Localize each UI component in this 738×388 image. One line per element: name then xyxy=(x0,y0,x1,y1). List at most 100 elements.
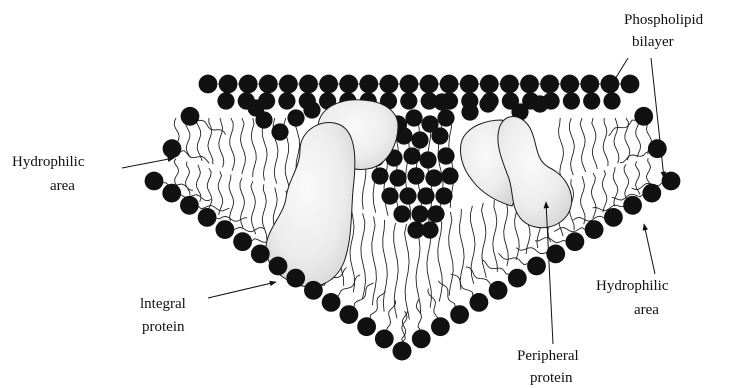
lipid-head xyxy=(427,205,444,222)
lipid-head xyxy=(421,221,438,238)
lipid-head xyxy=(540,75,559,94)
lipid-head xyxy=(417,187,434,204)
lipid-tail xyxy=(580,118,586,172)
lipid-head xyxy=(580,75,599,94)
lipid-tail xyxy=(216,216,247,221)
lipid-head xyxy=(339,75,358,94)
lipid-head xyxy=(304,281,323,300)
lipid-head xyxy=(489,281,508,300)
lipid-tail xyxy=(438,215,443,302)
lipid-head xyxy=(621,75,640,94)
lipid-head xyxy=(508,269,527,288)
lipid-head xyxy=(359,75,378,94)
lipid-tail xyxy=(197,118,203,161)
lipid-tail xyxy=(482,203,487,278)
label-hydrophilic-left-line2: area xyxy=(50,178,75,194)
lipid-head xyxy=(319,75,338,94)
lipid-head xyxy=(322,293,341,312)
label-hydrophilic-left-line1: Hydrophilic xyxy=(12,154,85,170)
lipid-head xyxy=(419,151,436,168)
lipid-tail xyxy=(581,176,586,224)
lipid-tail xyxy=(230,118,235,171)
peripheral-protein xyxy=(498,116,572,227)
lipid-tail xyxy=(196,165,201,202)
lipid-tail xyxy=(609,120,636,136)
lipid-tail xyxy=(262,184,267,240)
lipid-head xyxy=(198,208,217,227)
lipid-head xyxy=(480,75,499,94)
lipid-head xyxy=(375,330,394,349)
lipid-head xyxy=(393,342,412,361)
lipid-head xyxy=(450,305,469,324)
lipid-head xyxy=(233,232,252,251)
lipid-head xyxy=(259,75,278,94)
lipid-head xyxy=(433,93,450,110)
lipid-tail xyxy=(181,151,210,164)
label-hydrophilic-right-line1: Hydrophilic xyxy=(596,278,669,294)
lipid-head xyxy=(269,257,288,276)
lipid-head xyxy=(500,75,519,94)
lipid-tail xyxy=(218,171,223,215)
lipid-tail xyxy=(449,212,454,296)
lipid-head xyxy=(435,187,452,204)
lipid-head xyxy=(381,187,398,204)
lipid-head xyxy=(527,257,546,276)
lipid-head xyxy=(163,139,182,158)
lipid-tail xyxy=(208,118,213,164)
label-peripheral-line1: Peripheral xyxy=(517,348,579,364)
lipid-head xyxy=(403,147,420,164)
lipid-head xyxy=(271,123,288,140)
lipid-head xyxy=(531,95,548,112)
lipid-head xyxy=(303,101,320,118)
lipid-head xyxy=(634,107,653,126)
lipid-head xyxy=(411,131,428,148)
lipid-head xyxy=(287,109,304,126)
lipid-head xyxy=(400,92,417,109)
lipid-tail xyxy=(383,220,388,312)
lipid-tail xyxy=(516,248,547,254)
lipid-head xyxy=(437,109,454,126)
lipid-tail xyxy=(241,118,246,174)
lipid-tail xyxy=(251,181,256,234)
lipid-tail xyxy=(416,299,421,330)
lipid-tail xyxy=(613,167,618,206)
lipid-head xyxy=(162,184,181,203)
lipid-head xyxy=(399,187,416,204)
lipid-tail xyxy=(229,175,234,222)
lipid-head xyxy=(479,95,496,112)
lipid-tail xyxy=(428,289,438,319)
lipid-tail xyxy=(251,118,256,177)
lipid-head xyxy=(239,75,258,94)
lipid-tail xyxy=(460,209,465,290)
lipid-head xyxy=(357,317,376,336)
lipid-head xyxy=(286,269,305,288)
lipid-tail xyxy=(592,118,598,169)
lipid-head xyxy=(648,139,667,158)
lipid-tail xyxy=(207,168,212,208)
lipid-head xyxy=(604,208,623,227)
lipid-head xyxy=(393,205,410,222)
lipid-tail xyxy=(466,267,491,285)
lipid-head xyxy=(520,75,539,94)
lipid-tail xyxy=(559,118,564,178)
lipid-head xyxy=(461,103,478,120)
label-integral-line2: protein xyxy=(142,319,185,335)
lipid-tail xyxy=(354,283,373,307)
lipid-head xyxy=(603,92,620,109)
lipid-head xyxy=(441,167,458,184)
lipid-head xyxy=(425,169,442,186)
lipid-head xyxy=(460,75,479,94)
lipid-head xyxy=(400,75,419,94)
lipid-tail xyxy=(554,228,585,232)
lipid-tail xyxy=(451,274,473,296)
label-peripheral-line2: protein xyxy=(530,370,573,386)
arrow-integral xyxy=(208,282,276,298)
lipid-head xyxy=(180,196,199,215)
lipid-tail xyxy=(624,164,629,200)
lipid-head xyxy=(340,305,359,324)
lipid-tail xyxy=(387,300,396,330)
lipid-tail xyxy=(573,216,604,221)
lipid-tail xyxy=(482,260,509,275)
lipid-head xyxy=(251,245,270,264)
arrow-hydrophilic-left xyxy=(122,158,174,168)
